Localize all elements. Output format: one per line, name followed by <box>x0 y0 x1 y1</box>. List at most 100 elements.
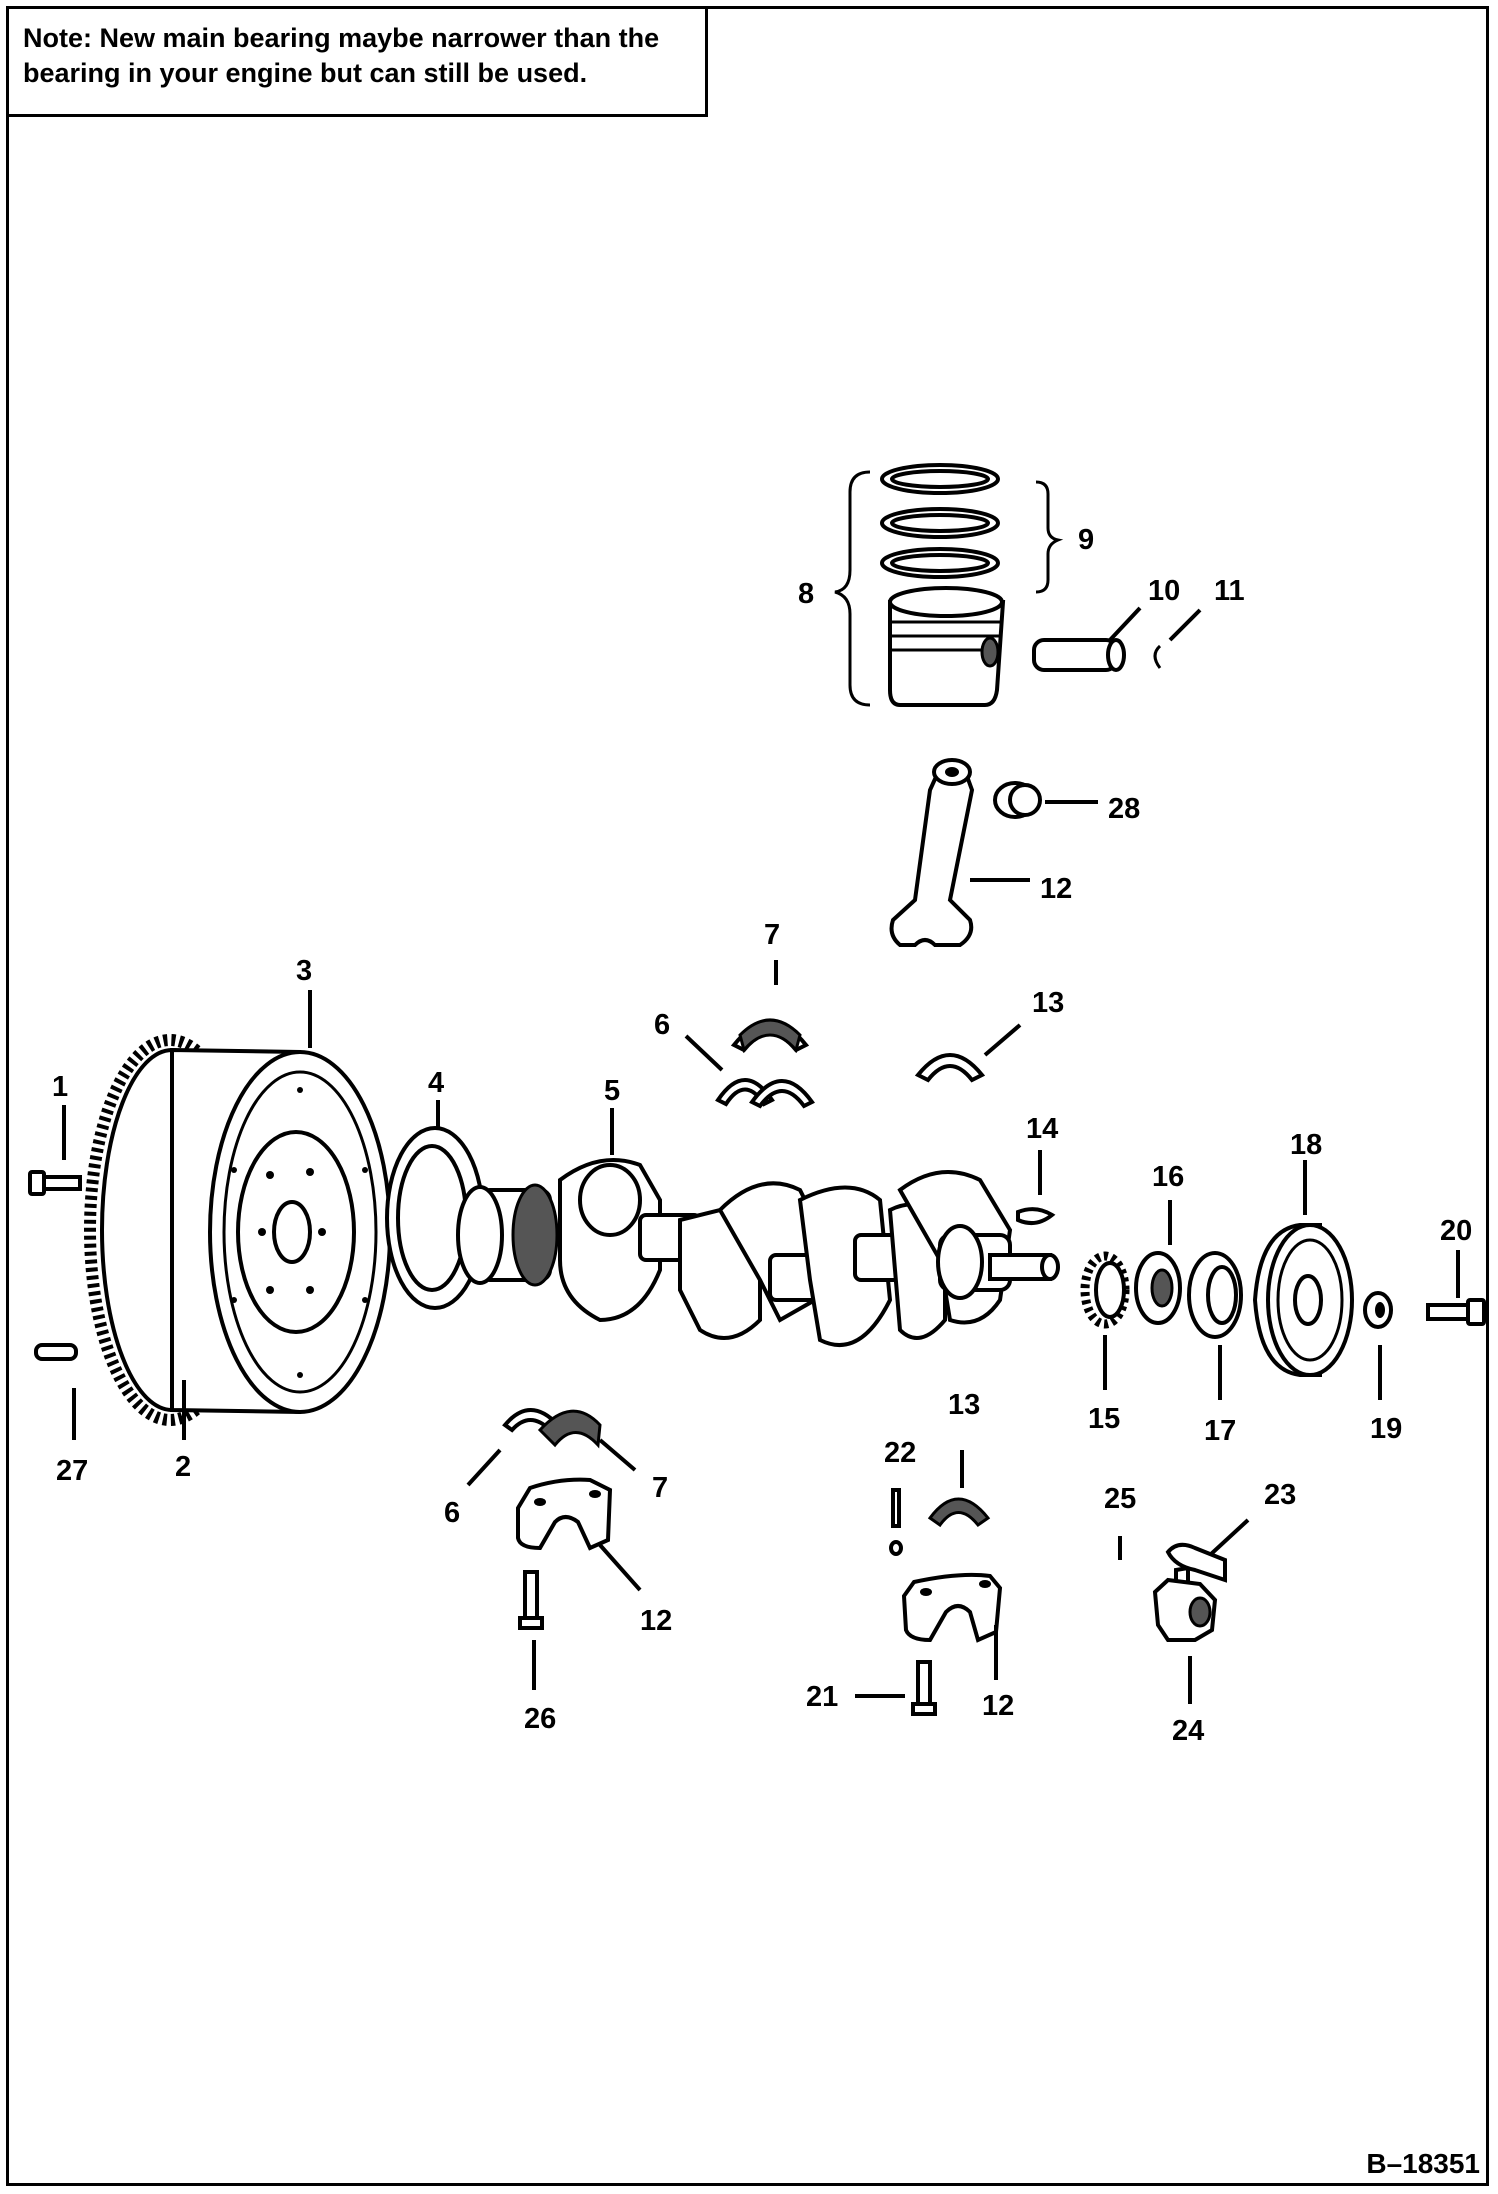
piston-body <box>888 600 1006 707</box>
note-text-line2: bearing in your engine but can still be … <box>23 58 588 88</box>
crank-rear-journal <box>511 1183 559 1287</box>
crank-snout-end <box>1040 1253 1060 1281</box>
callout-13-lower: 13 <box>948 1389 980 1421</box>
leader-23 <box>1208 1518 1250 1557</box>
front-parts <box>1016 1150 1486 1400</box>
piston-pin-bore <box>980 636 1000 668</box>
flywheel-bolt-head <box>28 1170 46 1196</box>
callout-26: 26 <box>524 1703 556 1735</box>
crank-pulley-hub <box>1293 1274 1323 1326</box>
piston-pin-end <box>1106 638 1126 672</box>
callout-6-lower: 6 <box>444 1497 460 1529</box>
leader-11 <box>1168 608 1202 642</box>
connecting-rod-assembly <box>889 758 1098 947</box>
pulley-washer-hole <box>1375 1302 1385 1318</box>
cap-bolt-hole <box>589 1490 601 1498</box>
crank-gear <box>1094 1261 1126 1319</box>
rod-bearing-upper-13 <box>914 1053 986 1083</box>
thrust-bearing-6a <box>715 1078 775 1107</box>
crank-web-4 <box>797 1185 893 1347</box>
callout-1: 1 <box>52 1071 68 1103</box>
front-seal-inner <box>1206 1265 1238 1325</box>
bracket-group <box>1118 1518 1250 1704</box>
rod-bearing-lower-13 <box>927 1497 991 1528</box>
piston-ring-3-inner <box>890 553 990 573</box>
figure-id: B–18351 <box>1366 2148 1480 2179</box>
callout-11: 11 <box>1214 575 1245 607</box>
flywheel-rim-hole <box>362 1297 368 1303</box>
callout-9: 9 <box>1078 524 1094 556</box>
flywheel-bolt-hole <box>266 1171 274 1179</box>
flywheel-rim-hole <box>231 1167 237 1173</box>
main-bearing-upper-7-face <box>738 1018 802 1054</box>
callout-19: 19 <box>1370 1413 1402 1445</box>
callout-12-top: 12 <box>1040 873 1072 905</box>
pulley-bolt-head <box>1466 1298 1486 1326</box>
rear-seal-inner <box>396 1144 468 1292</box>
piston-pin <box>1032 638 1118 672</box>
callout-7-top: 7 <box>764 919 780 951</box>
flywheel-rim-hole <box>231 1297 237 1303</box>
brace-8 <box>834 470 871 707</box>
callout-22: 22 <box>884 1437 916 1469</box>
callout-13-top: 13 <box>1032 987 1064 1019</box>
note-box: Note: New main bearing maybe narrower th… <box>6 6 708 117</box>
piston-circlip <box>1153 644 1162 669</box>
leader-6-top <box>684 1034 724 1072</box>
rod-cap-group <box>855 1450 1003 1716</box>
rear-seal <box>385 1100 485 1310</box>
bracket-24-bore <box>1188 1596 1212 1628</box>
rod-cap-bolt-hole <box>979 1580 991 1588</box>
callout-21: 21 <box>806 1681 838 1713</box>
note-label: Note: <box>23 23 92 53</box>
crank-front-journal-face <box>936 1224 984 1300</box>
oil-slinger-inner <box>1150 1268 1174 1308</box>
callout-28: 28 <box>1108 793 1140 825</box>
flywheel-bolt-hole <box>266 1286 274 1294</box>
pulley-bolt-shank <box>1426 1303 1470 1321</box>
callout-2: 2 <box>175 1451 191 1483</box>
flywheel-rim-hole <box>297 1372 303 1378</box>
cap-bolt-hole <box>534 1498 546 1506</box>
callout-23: 23 <box>1264 1479 1296 1511</box>
callout-3: 3 <box>296 955 312 987</box>
leader-7-lower <box>598 1438 637 1472</box>
callout-16: 16 <box>1152 1161 1184 1193</box>
leader-6-lower <box>466 1448 502 1487</box>
callout-12-lower-mid: 12 <box>982 1690 1014 1722</box>
callout-7-lower: 7 <box>652 1472 668 1504</box>
flywheel-center-bore <box>272 1200 312 1264</box>
piston-assembly <box>834 463 1202 707</box>
flywheel-rim-hole <box>362 1167 368 1173</box>
callout-17: 17 <box>1204 1415 1236 1447</box>
callout-8: 8 <box>798 578 814 610</box>
cap-bolt-26-head <box>518 1616 544 1630</box>
oil-jet-pin-22 <box>891 1488 901 1528</box>
callout-14: 14 <box>1026 1113 1058 1145</box>
upper-bearings <box>684 960 1022 1109</box>
callout-12-lower-left: 12 <box>640 1605 672 1637</box>
flywheel-bolt-hole <box>306 1168 314 1176</box>
leader-13-top <box>983 1023 1022 1057</box>
callout-5: 5 <box>604 1075 620 1107</box>
note-text-line1: New main bearing maybe narrower than the <box>99 23 660 53</box>
bracket-23 <box>1165 1542 1227 1583</box>
callout-27: 27 <box>56 1455 88 1487</box>
leader-12-lower-left <box>598 1543 642 1592</box>
oil-jet-pin-22-head <box>889 1540 903 1556</box>
crank-counterweight-1 <box>578 1163 642 1237</box>
callout-24: 24 <box>1172 1715 1204 1747</box>
rod-cap-bolt-hole <box>920 1588 932 1596</box>
flywheel-bolt-shank <box>42 1175 82 1191</box>
thrust-bearing-6b <box>749 1079 815 1109</box>
callout-18: 18 <box>1290 1129 1322 1161</box>
piston-ring-2-inner <box>890 513 990 533</box>
flywheel-rim-hole <box>297 1087 303 1093</box>
callout-25: 25 <box>1104 1483 1136 1515</box>
crank-rear-flange-end <box>456 1185 504 1285</box>
rod-bushing-face <box>1008 783 1042 817</box>
flywheel-bolt-hole <box>258 1228 266 1236</box>
flywheel-bolt-hole <box>306 1286 314 1294</box>
dowel-pin <box>34 1343 78 1361</box>
leader-10 <box>1108 606 1142 642</box>
